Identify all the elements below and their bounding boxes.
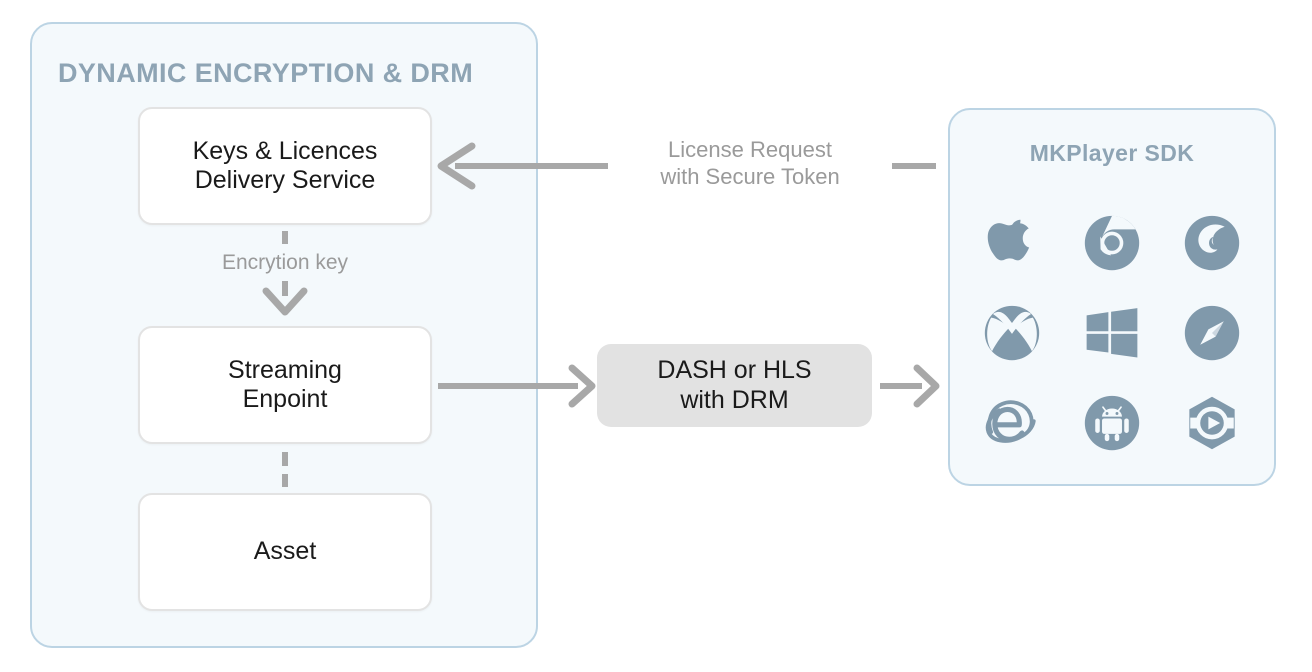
keys-licences-delivery-service-node[interactable]: Keys & Licences Delivery Service (138, 107, 432, 225)
supported-platforms-icon-grid (962, 198, 1262, 468)
dash-hls-drm-node[interactable]: DASH or HLS with DRM (597, 344, 872, 427)
internet-explorer-icon (983, 394, 1041, 452)
apple-icon (983, 214, 1041, 272)
chrome-icon (1083, 214, 1141, 272)
streaming-endpoint-node[interactable]: Streaming Enpoint (138, 326, 432, 444)
android-icon (1083, 394, 1141, 452)
dash-to-sdk-arrow (880, 364, 940, 408)
asset-label: Asset (253, 537, 317, 566)
xbox-icon (983, 304, 1041, 362)
encryption-key-edge-label: Encrytion key (221, 251, 349, 274)
keys-licences-label: Keys & Licences Delivery Service (192, 136, 378, 195)
right-panel-title: MKPlayer SDK (1029, 140, 1195, 166)
dash-hls-label: DASH or HLS with DRM (657, 356, 812, 414)
asset-node[interactable]: Asset (138, 493, 432, 611)
safari-icon (1183, 304, 1241, 362)
firefox-icon (1183, 214, 1241, 272)
license-request-edge-label: License Request with Secure Token (660, 137, 840, 189)
left-panel-title: DYNAMIC ENCRYPTION & DRM (58, 58, 474, 88)
media-player-hexagon-icon (1183, 394, 1241, 452)
windows-icon (1083, 304, 1141, 362)
streaming-endpoint-label: Streaming Enpoint (228, 355, 342, 414)
